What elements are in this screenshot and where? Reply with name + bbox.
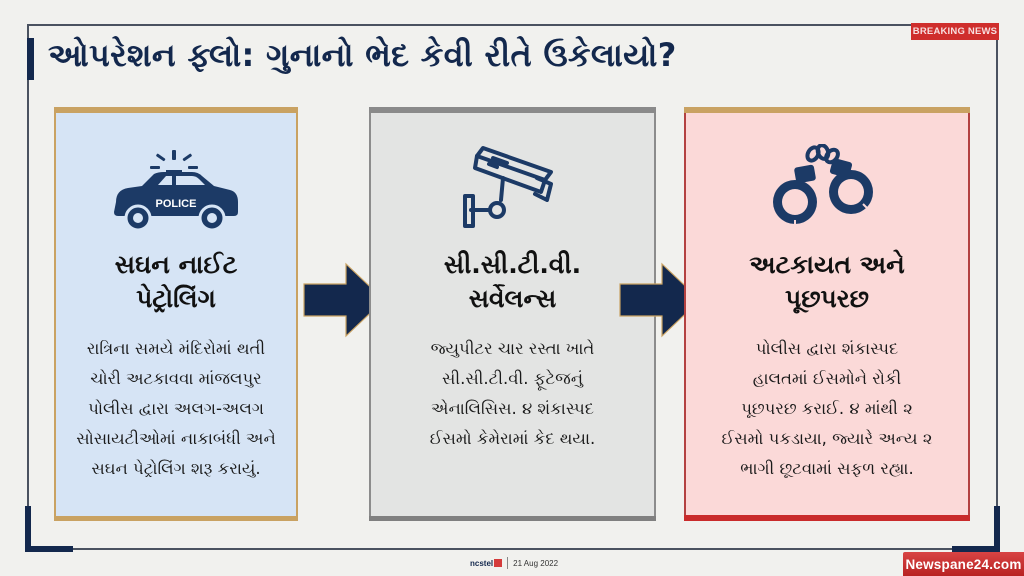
step-title-line: સઘન નાઈટ bbox=[114, 250, 238, 279]
card-top-bar bbox=[684, 107, 970, 113]
description-line: ઈસમો કેમેરામાં કેદ થયા. bbox=[429, 429, 596, 448]
handcuffs-icon bbox=[767, 144, 887, 234]
description-line: સઘન પેટ્રોલિંગ શરૂ કરાયું. bbox=[91, 459, 261, 478]
corner-accent bbox=[952, 546, 1000, 552]
step-card-detention: અટકાયત અને પૂછપરછ પોલીસ દ્વારા શંકાસ્પદ … bbox=[684, 107, 970, 521]
card-bottom-bar bbox=[54, 516, 298, 521]
description-line: એનાલિસિસ. ૪ શંકાસ્પદ bbox=[431, 399, 594, 418]
brand-logo-text: ncstel bbox=[470, 558, 494, 568]
footer-divider bbox=[507, 557, 509, 569]
cctv-camera-icon bbox=[462, 144, 563, 234]
step-card-patrolling: POLICE સઘન નાઈટ પેટ્રોલિંગ રાત્રિના સમયે… bbox=[54, 107, 298, 521]
police-car-icon: POLICE bbox=[106, 144, 246, 234]
content-frame bbox=[27, 24, 998, 550]
step-title-line: સી.સી.ટી.વી. bbox=[443, 250, 582, 279]
description-line: પોલીસ દ્વારા અલગ-અલગ bbox=[88, 399, 264, 418]
step-title-line: પેટ્રોલિંગ bbox=[136, 284, 216, 313]
description-line: પોલીસ દ્વારા શંકાસ્પદ bbox=[755, 339, 899, 358]
brand-logo-icon bbox=[494, 559, 503, 567]
card-top-bar bbox=[54, 107, 298, 113]
site-watermark: Newspane24.com bbox=[903, 552, 1024, 576]
description-line: ચોરી અટકાવવા માંજલપુર bbox=[90, 369, 262, 388]
step-title: અટકાયત અને પૂછપરછ bbox=[749, 248, 904, 316]
publish-date: 21 Aug 2022 bbox=[513, 558, 559, 568]
description-line: પૂછપરછ કરાઈ. ૪ માંથી ૨ bbox=[741, 399, 913, 418]
step-card-cctv: સી.સી.ટી.વી. સર્વેલન્સ જ્યુપીટર ચાર રસ્ત… bbox=[369, 107, 656, 521]
step-title-line: પૂછપરછ bbox=[784, 284, 870, 313]
card-top-bar bbox=[369, 107, 656, 113]
description-line: રાત્રિના સમયે મંદિરોમાં થતી bbox=[86, 339, 266, 358]
page-title: ઓપરેશન ફ્લો: ગુનાનો ભેદ કેવી રીતે ઉકેલાય… bbox=[48, 36, 677, 74]
step-title: સી.સી.ટી.વી. સર્વેલન્સ bbox=[444, 248, 581, 316]
step-title: સઘન નાઈટ પેટ્રોલિંગ bbox=[115, 248, 238, 316]
arrow-right-icon bbox=[303, 262, 385, 338]
description-line: સી.સી.ટી.વી. ફૂટેજનું bbox=[441, 369, 583, 388]
svg-text:POLICE: POLICE bbox=[156, 198, 197, 210]
brand-logo: ncstel bbox=[470, 558, 503, 568]
corner-accent bbox=[25, 506, 31, 552]
title-accent-bar bbox=[27, 38, 34, 80]
step-title-line: અટકાયત અને bbox=[749, 250, 905, 279]
corner-accent bbox=[994, 506, 1000, 552]
corner-accent bbox=[25, 546, 73, 552]
description-line: હાલતમાં ઈસમોને રોકી bbox=[752, 369, 902, 388]
footer: ncstel 21 Aug 2022 bbox=[470, 555, 558, 571]
step-title-line: સર્વેલન્સ bbox=[468, 284, 557, 313]
description-line: જ્યુપીટર ચાર રસ્તા ખાતે bbox=[430, 339, 595, 358]
description-line: ઈસમો પકડાયા, જ્યારે અન્ય ૨ bbox=[721, 429, 933, 448]
arrow-right-icon bbox=[619, 262, 701, 338]
breaking-news-badge: BREAKING NEWS bbox=[911, 23, 999, 40]
card-bottom-bar bbox=[684, 515, 970, 521]
step-description: જ્યુપીટર ચાર રસ્તા ખાતે સી.સી.ટી.વી. ફૂટ… bbox=[418, 334, 608, 454]
card-bottom-bar bbox=[369, 516, 656, 521]
description-line: ભાગી છૂટવામાં સફળ રહ્યા. bbox=[740, 459, 914, 478]
step-description: પોલીસ દ્વારા શંકાસ્પદ હાલતમાં ઈસમોને રોક… bbox=[710, 334, 945, 484]
description-line: સોસાયટીઓમાં નાકાબંધી અને bbox=[76, 429, 276, 448]
step-description: રાત્રિના સમયે મંદિરોમાં થતી ચોરી અટકાવવા… bbox=[64, 334, 288, 484]
